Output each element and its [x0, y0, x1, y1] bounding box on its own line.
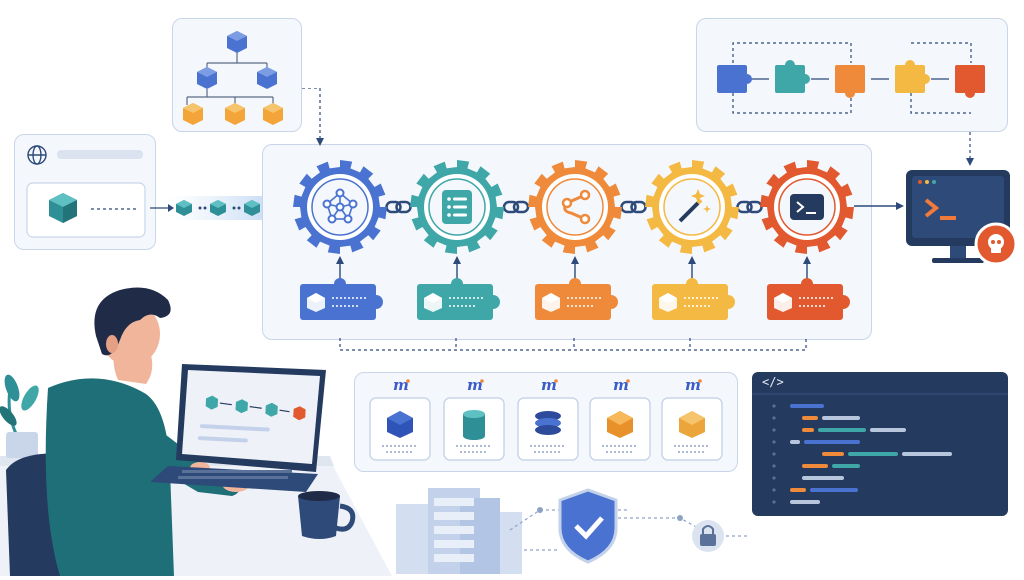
globe-icon — [27, 145, 47, 165]
code-lines — [752, 393, 1008, 504]
address-bar-placeholder — [57, 150, 143, 159]
puzzle-piece-icon — [835, 65, 865, 98]
cube-icon — [210, 200, 226, 216]
lock-icon — [692, 520, 724, 552]
puzzle-piece-icon — [717, 65, 752, 93]
puzzle-piece-icon — [955, 65, 985, 98]
puzzle-to-monitor-arrow — [966, 132, 974, 166]
skull-icon — [974, 222, 1018, 266]
puzzle-chain-diagram — [717, 42, 985, 114]
output-arrow — [854, 202, 904, 210]
terminal-prompt-icon — [924, 198, 956, 220]
cube-icon — [263, 103, 283, 125]
pipeline-diagram — [302, 88, 807, 351]
security-shield-icon — [558, 488, 618, 564]
source-panel — [14, 134, 156, 250]
hierarchy-panel — [172, 18, 302, 132]
coffee-mug-icon — [298, 491, 356, 539]
plant-icon — [0, 374, 39, 458]
cube-icon — [197, 67, 217, 89]
source-panel-graphic — [26, 145, 146, 238]
cube-icon — [257, 67, 277, 89]
hierarchy-tree-diagram — [183, 31, 283, 125]
code-editor-title: </> — [762, 375, 784, 389]
cube-icon — [227, 31, 247, 53]
developer-illustration — [0, 287, 392, 576]
cube-icon — [183, 103, 203, 125]
code-editor-panel: </> — [752, 372, 1008, 516]
monitor — [906, 170, 1018, 266]
cube-icon — [244, 200, 260, 216]
server-rack-icon — [396, 488, 522, 574]
infrastructure-diagram — [396, 488, 750, 574]
cube-icon — [49, 193, 77, 223]
laptop-icon — [150, 364, 326, 492]
package-registry-panel — [354, 372, 738, 472]
puzzle-chain-panel — [696, 18, 1008, 132]
cube-icon — [176, 200, 192, 216]
cube-icon — [225, 103, 245, 125]
puzzle-piece-icon — [775, 60, 810, 93]
puzzle-piece-icon — [895, 60, 930, 93]
